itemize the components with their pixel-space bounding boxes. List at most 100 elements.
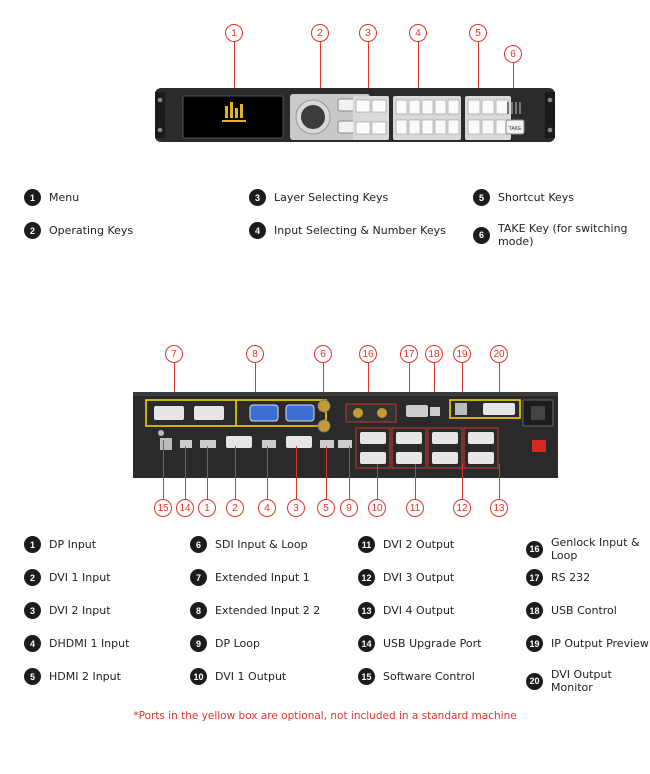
rear-panel-device [133, 392, 558, 478]
rear-leader [349, 446, 350, 499]
legend-badge: 18 [526, 602, 543, 619]
rear-legend-item: 6 SDI Input & Loop [190, 536, 308, 553]
rear-callout-top: 16 [359, 345, 377, 363]
legend-label: DP Input [49, 538, 97, 551]
legend-badge: 14 [358, 635, 375, 652]
rear-leader [207, 446, 208, 499]
legend-label: DHDMI 1 Input [49, 637, 130, 650]
rear-callout-bottom: 4 [258, 499, 276, 517]
rear-callout-top: 20 [490, 345, 508, 363]
legend-label: DP Loop [215, 637, 260, 650]
rear-callout-top: 18 [425, 345, 443, 363]
rear-callout-bottom: 3 [287, 499, 305, 517]
legend-badge: 1 [24, 189, 41, 206]
legend-badge: 19 [526, 635, 543, 652]
front-leader-2 [320, 42, 321, 94]
rear-legend-item: 5 HDMI 2 Input [24, 668, 121, 685]
legend-label: HDMI 2 Input [49, 670, 121, 683]
legend-badge: 20 [526, 672, 543, 690]
legend-badge: 2 [24, 569, 41, 586]
front-legend-item: 5 Shortcut Keys [473, 189, 574, 206]
front-callout-6: 6 [504, 45, 522, 63]
legend-badge: 8 [190, 602, 207, 619]
front-callout-5: 5 [469, 24, 487, 42]
rear-callout-bottom: 1 [198, 499, 216, 517]
legend-badge: 5 [473, 189, 490, 206]
legend-badge: 3 [24, 602, 41, 619]
rear-callout-bottom: 5 [317, 499, 335, 517]
rear-callout-bottom: 11 [406, 499, 424, 517]
rear-leader [235, 446, 236, 499]
rear-legend-item: 15 Software Control [358, 668, 475, 685]
rear-legend-item: 20 DVI Output Monitor [526, 668, 650, 694]
rear-leader [368, 363, 369, 399]
front-legend-item: 6 TAKE Key (for switching mode) [473, 222, 650, 248]
rear-leader [326, 446, 327, 499]
legend-badge: 16 [526, 540, 543, 558]
legend-label: USB Upgrade Port [383, 637, 482, 650]
rear-callout-top: 8 [246, 345, 264, 363]
front-callout-3: 3 [359, 24, 377, 42]
rear-legend-item: 16 Genlock Input & Loop [526, 536, 650, 562]
front-legend-item: 1 Menu [24, 189, 79, 206]
rear-leader [415, 464, 416, 499]
rear-leader [499, 464, 500, 499]
rear-leader [462, 464, 463, 499]
legend-badge: 1 [24, 536, 41, 553]
legend-label: DVI 1 Output [215, 670, 287, 683]
front-panel-device: TAKE [155, 88, 555, 142]
take-key-label: TAKE [509, 126, 522, 132]
legend-badge: 5 [24, 668, 41, 685]
legend-badge: 12 [358, 569, 375, 586]
optional-ports-note: *Ports in the yellow box are optional, n… [133, 710, 517, 722]
legend-label: Software Control [383, 670, 475, 683]
legend-label: Menu [49, 191, 80, 204]
legend-label: DVI 3 Output [383, 571, 455, 584]
legend-label: Operating Keys [49, 224, 134, 237]
rear-leader [323, 363, 324, 399]
front-leader-5 [478, 42, 479, 94]
rear-legend-item: 2 DVI 1 Input [24, 569, 111, 586]
legend-label: Input Selecting & Number Keys [274, 224, 446, 237]
rear-leader [434, 363, 435, 399]
rear-callout-top: 19 [453, 345, 471, 363]
rear-leader [255, 363, 256, 399]
front-callout-4: 4 [409, 24, 427, 42]
legend-badge: 3 [249, 189, 266, 206]
legend-badge: 15 [358, 668, 375, 685]
rear-legend-item: 1 DP Input [24, 536, 96, 553]
legend-label: DVI 1 Input [49, 571, 111, 584]
front-leader-1 [234, 42, 235, 90]
legend-badge: 10 [190, 668, 207, 685]
legend-label: DVI Output Monitor [551, 668, 612, 694]
legend-label: SDI Input & Loop [215, 538, 308, 551]
legend-label: TAKE Key (for switching mode) [498, 222, 628, 248]
rear-callout-bottom: 2 [226, 499, 244, 517]
legend-badge: 6 [190, 536, 207, 553]
legend-label: Shortcut Keys [498, 191, 575, 204]
rear-callout-top: 7 [165, 345, 183, 363]
front-leader-3 [368, 42, 369, 94]
rear-legend-item: 12 DVI 3 Output [358, 569, 454, 586]
legend-badge: 11 [358, 536, 375, 553]
legend-badge: 17 [526, 569, 543, 586]
rear-leader [409, 363, 410, 399]
rear-callout-bottom: 9 [340, 499, 358, 517]
rear-leader [377, 464, 378, 499]
rear-callout-bottom: 10 [368, 499, 386, 517]
legend-badge: 6 [473, 226, 490, 244]
front-leader-6 [513, 63, 514, 98]
rear-legend-item: 14 USB Upgrade Port [358, 635, 481, 652]
legend-label: Genlock Input & Loop [551, 536, 640, 562]
rear-callout-bottom: 14 [176, 499, 194, 517]
front-leader-4 [418, 42, 419, 94]
rear-callout-bottom: 15 [154, 499, 172, 517]
rear-callout-bottom: 13 [490, 499, 508, 517]
